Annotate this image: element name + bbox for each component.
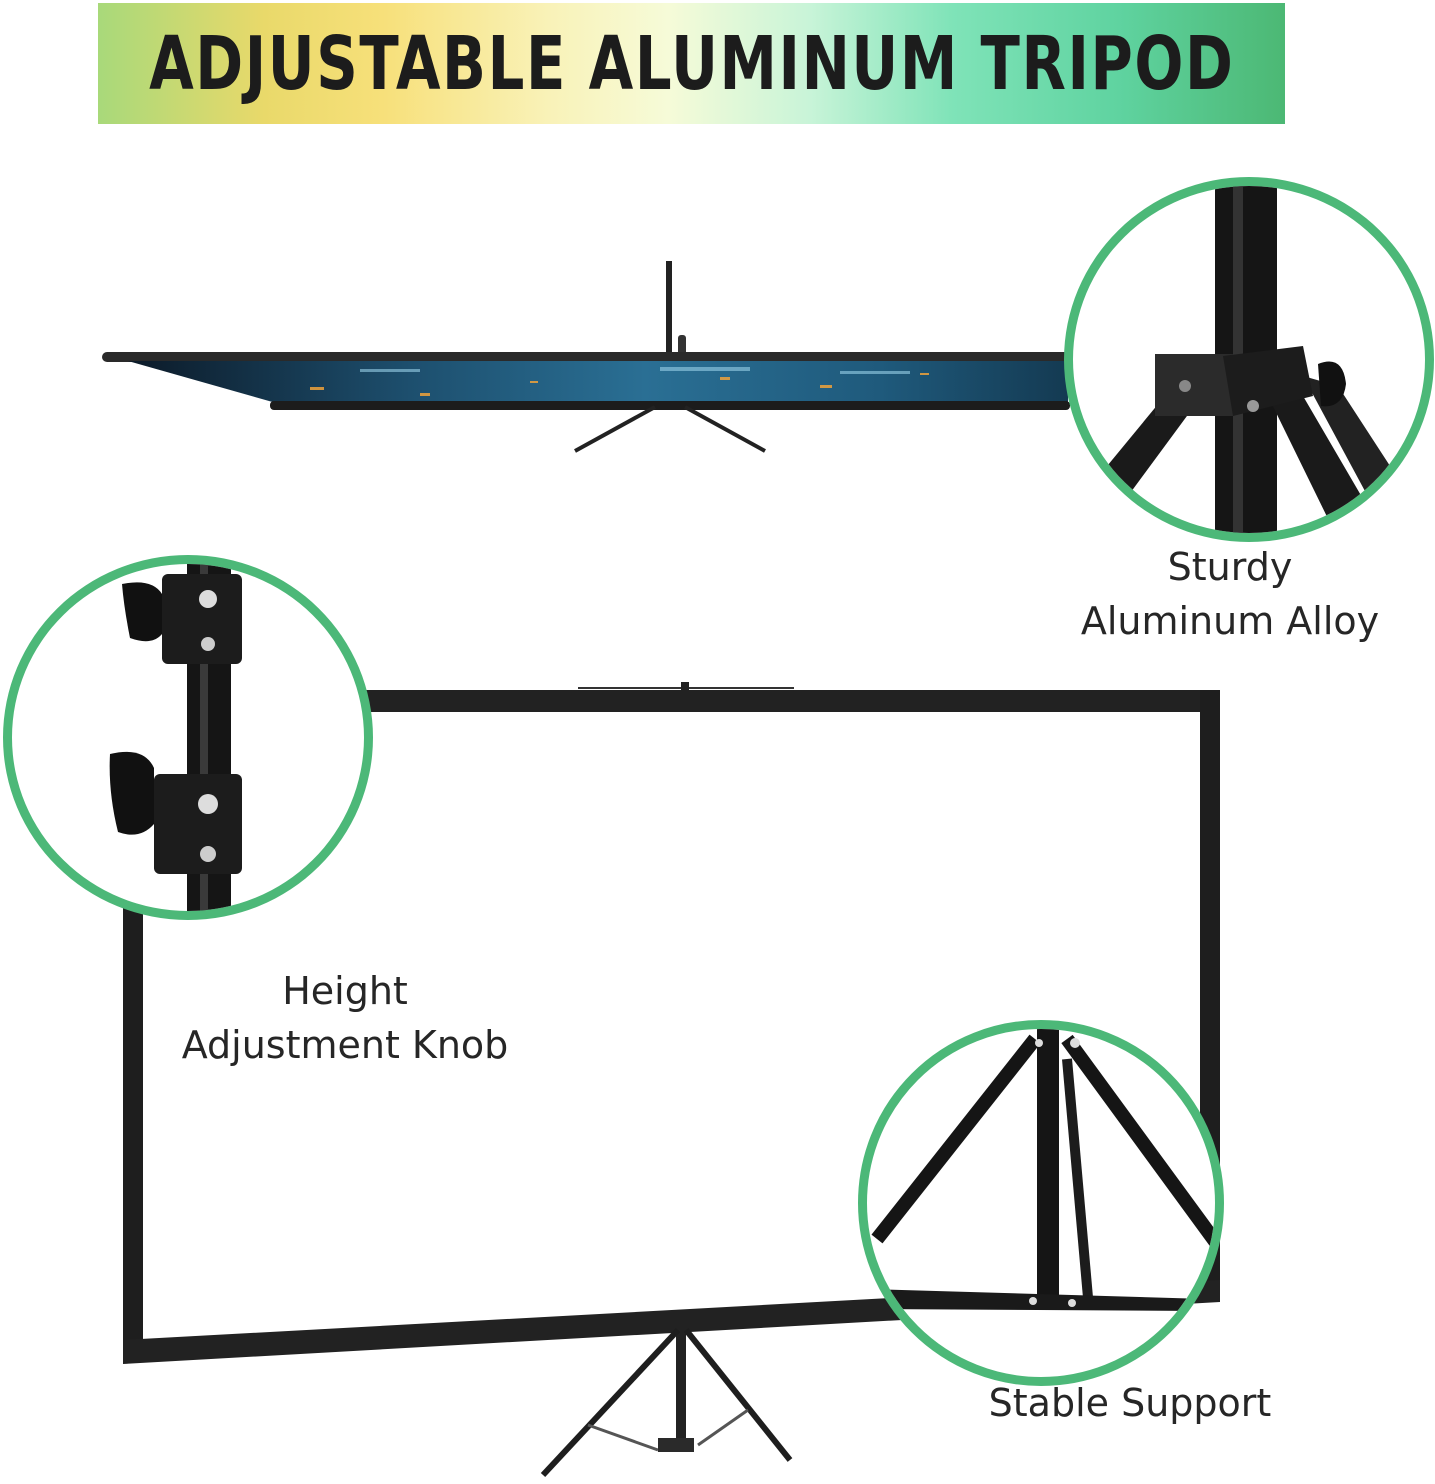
label-knob-line2: Adjustment Knob bbox=[181, 1023, 509, 1067]
label-alloy: Sturdy Aluminum Alloy bbox=[1050, 540, 1410, 648]
label-knob-line1: Height bbox=[282, 969, 408, 1013]
banner-title: ADJUSTABLE ALUMINUM TRIPOD bbox=[148, 20, 1235, 107]
screen-side-view-icon bbox=[102, 261, 1070, 453]
callout-knob bbox=[3, 555, 373, 920]
callout-alloy bbox=[1064, 177, 1434, 542]
callout-support bbox=[858, 1020, 1224, 1386]
screen-side-view-image bbox=[100, 255, 1070, 455]
label-support: Stable Support bbox=[960, 1376, 1300, 1430]
label-alloy-line1: Sturdy bbox=[1167, 545, 1293, 589]
label-knob: Height Adjustment Knob bbox=[150, 964, 540, 1072]
label-support-line1: Stable Support bbox=[988, 1381, 1272, 1425]
tripod-legs-icon bbox=[867, 1029, 1215, 1311]
adjustment-knob-icon bbox=[109, 564, 242, 911]
title-banner: ADJUSTABLE ALUMINUM TRIPOD bbox=[98, 3, 1285, 124]
label-alloy-line2: Aluminum Alloy bbox=[1080, 599, 1380, 643]
tripod-joint-icon bbox=[1103, 186, 1403, 533]
